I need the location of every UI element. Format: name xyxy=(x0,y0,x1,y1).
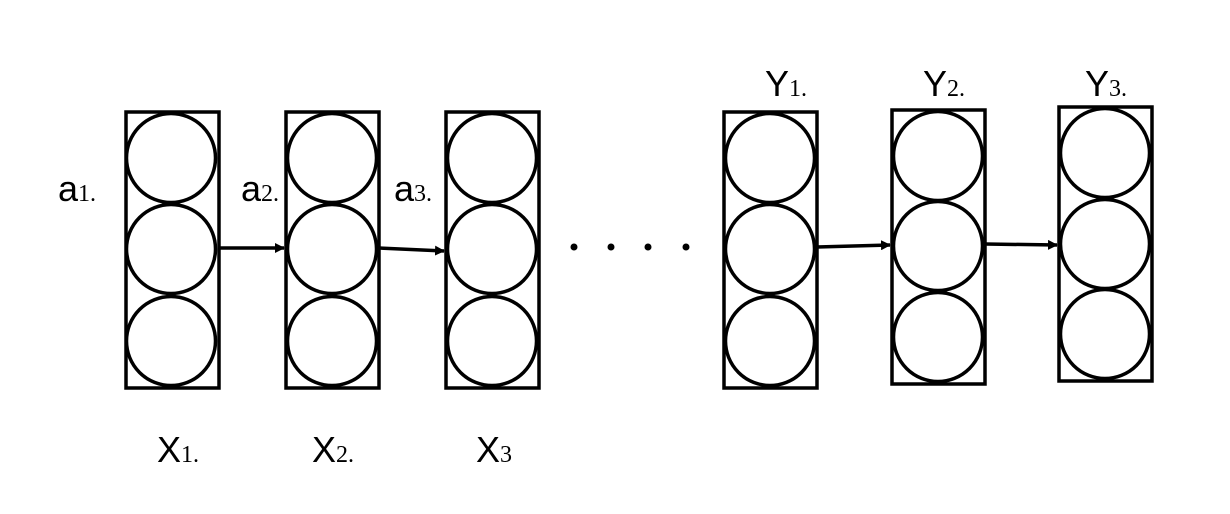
arrow-y2-y3 xyxy=(984,239,1058,250)
column-x1 xyxy=(124,110,221,390)
ellipsis-dot xyxy=(682,243,690,251)
label-y2: Y2. xyxy=(923,66,965,102)
label-y1-sub: 1. xyxy=(789,76,808,102)
ellipsis xyxy=(570,243,690,251)
label-y3-main: Y xyxy=(1085,63,1110,104)
label-y2-main: Y xyxy=(923,63,948,104)
column-y1 xyxy=(722,110,819,390)
label-y3: Y3. xyxy=(1085,66,1127,102)
node-y2-1 xyxy=(891,109,985,203)
ellipsis-dot xyxy=(607,243,615,251)
label-a3-sub: 3. xyxy=(414,181,433,207)
arrow-y1-y2 xyxy=(816,240,891,251)
column-y2 xyxy=(890,108,987,386)
label-x2-main: X xyxy=(312,429,337,470)
label-a2-main: a xyxy=(241,168,262,209)
label-y1-main: Y xyxy=(765,63,790,104)
column-box xyxy=(722,110,819,390)
column-box xyxy=(890,108,987,386)
label-x3-sub: 3 xyxy=(500,442,513,468)
label-x2-sub: 2. xyxy=(336,442,355,468)
node-x3-2 xyxy=(445,202,539,296)
label-x2: X2. xyxy=(312,432,354,468)
label-y3-sub: 3. xyxy=(1109,76,1128,102)
node-x2-3 xyxy=(285,294,379,388)
label-x1: X1. xyxy=(157,432,199,468)
column-box xyxy=(1057,105,1154,383)
label-a1: a1. xyxy=(58,171,96,207)
node-y1-3 xyxy=(723,294,817,388)
node-y3-1 xyxy=(1058,106,1152,200)
label-a3-main: a xyxy=(394,168,415,209)
column-box xyxy=(444,110,541,390)
label-x3: X3 xyxy=(476,432,512,468)
label-a3: a3. xyxy=(394,171,432,207)
label-a1-main: a xyxy=(58,168,79,209)
column-x2 xyxy=(284,110,381,390)
node-y1-1 xyxy=(723,111,817,205)
column-box xyxy=(124,110,221,390)
node-x2-1 xyxy=(285,111,379,205)
node-x1-2 xyxy=(124,202,218,296)
label-x3-main: X xyxy=(476,429,501,470)
column-box xyxy=(284,110,381,390)
ellipsis-dot xyxy=(570,243,578,251)
node-y2-3 xyxy=(891,290,985,384)
node-x1-1 xyxy=(124,111,218,205)
node-x1-3 xyxy=(124,294,218,388)
column-x3 xyxy=(444,110,541,390)
label-a1-sub: 1. xyxy=(78,181,97,207)
label-a2: a2. xyxy=(241,171,279,207)
column-y3 xyxy=(1057,105,1154,383)
node-x3-3 xyxy=(445,294,539,388)
label-y1: Y1. xyxy=(765,66,807,102)
label-x1-main: X xyxy=(157,429,182,470)
arrow-x2-x3 xyxy=(378,245,445,256)
node-y3-3 xyxy=(1058,287,1152,381)
node-y1-2 xyxy=(723,202,817,296)
ellipsis-dot xyxy=(644,243,652,251)
node-x2-2 xyxy=(285,202,379,296)
node-y3-2 xyxy=(1058,197,1152,291)
label-x1-sub: 1. xyxy=(181,442,200,468)
node-x3-1 xyxy=(445,111,539,205)
label-y2-sub: 2. xyxy=(947,76,966,102)
label-a2-sub: 2. xyxy=(261,181,280,207)
node-y2-2 xyxy=(891,199,985,293)
